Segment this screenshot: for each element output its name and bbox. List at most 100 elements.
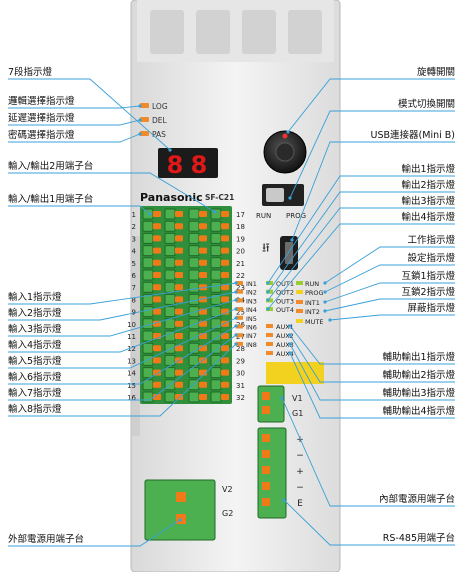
terminal-number-left: 3 [132, 235, 136, 243]
terminal-lever [175, 345, 183, 352]
terminal-cell [142, 354, 154, 366]
leader-left-13 [8, 343, 237, 417]
leader-left-8-dot [234, 298, 238, 302]
leader-left-9-dot [234, 307, 238, 311]
label-input5-led: 輸入5指示燈 [8, 356, 62, 367]
terminal-lever [153, 369, 161, 376]
label-input3-led: 輸入3指示燈 [8, 324, 62, 335]
label-prog-led: 設定指示燈 [407, 253, 455, 264]
leader-right-14-dot [288, 342, 292, 346]
input-led-label: IN4 [246, 306, 257, 314]
leader-left-2 [8, 119, 141, 126]
terminal-lever [153, 284, 161, 291]
terminal-lever [175, 259, 183, 266]
terminal-lever [175, 223, 183, 230]
terminal-lever [153, 381, 161, 388]
label-ext-power-terminal: 外部電源用端子台 [8, 534, 85, 545]
terminal-cell [188, 220, 200, 232]
terminal-cell [142, 342, 154, 354]
terminal-lever [153, 211, 161, 217]
aux-led-label: AUX3 [276, 341, 294, 349]
output-led-label: OUT2 [276, 289, 294, 297]
leader-left-14 [8, 519, 181, 547]
terminal-cell [142, 269, 154, 281]
aux-led [266, 351, 273, 355]
terminal-lever [153, 259, 161, 266]
terminal-lever [221, 235, 229, 242]
usb-port [285, 242, 293, 264]
leader-left-6-dot [234, 281, 238, 285]
label-aux3-led: 輔助輸出3指示燈 [382, 388, 455, 399]
terminal-cell [210, 367, 222, 379]
leader-left-5 [8, 205, 151, 215]
model-label: SF-C21 [205, 193, 234, 202]
aux-led-label: AUX1 [276, 323, 294, 331]
terminal-lever [262, 450, 270, 458]
leader-left-0-dot [168, 148, 172, 152]
terminal-label-g1: G1 [292, 409, 303, 418]
terminal-lever [175, 308, 183, 315]
leader-right-10 [324, 298, 455, 312]
terminal-cell [188, 391, 200, 403]
terminal-lever [199, 223, 207, 230]
leader-left-3 [8, 133, 141, 143]
leader-left-12-dot [234, 333, 238, 337]
terminal-lever [199, 369, 207, 376]
vent-slot [196, 10, 230, 54]
leader-right-2 [291, 141, 455, 241]
input-led-label: IN3 [246, 297, 257, 305]
terminal-lever [153, 223, 161, 230]
leader-right-13 [289, 334, 455, 383]
mode-switch-prog-label: PROG [286, 212, 306, 220]
select-led [140, 103, 149, 108]
leader-left-11 [8, 325, 237, 385]
terminal-number-right: 28 [236, 345, 245, 353]
leader-right-7 [324, 246, 455, 284]
label-aux2-led: 輔助輸出2指示燈 [382, 370, 455, 381]
terminal-lever [221, 247, 229, 254]
terminal-number-left: 16 [127, 394, 136, 402]
leader-right-4-dot [266, 290, 270, 294]
terminal-cell [210, 232, 222, 244]
label-mute-led: 屏蔽指示燈 [407, 303, 455, 314]
leader-right-1-dot [288, 196, 292, 200]
terminal-cell [210, 269, 222, 281]
terminal-cell [188, 269, 200, 281]
terminal-lever [221, 296, 229, 303]
rotary-switch-marker [282, 133, 288, 139]
status-led-label: RUN [305, 280, 319, 288]
status-led-label: PROG [305, 289, 324, 297]
label-output4-led: 輸出4指示燈 [401, 212, 455, 223]
leader-left-1-dot [138, 104, 142, 108]
seven-seg-display [158, 148, 218, 178]
terminal-lever [199, 381, 207, 388]
label-aux4-led: 輔助輸出4指示燈 [382, 406, 455, 417]
select-led-label: LOG [152, 102, 168, 111]
leader-right-4 [267, 191, 455, 293]
terminal-label-v1: V1 [292, 394, 303, 403]
leader-right-6 [267, 223, 455, 310]
terminal-number-right: 22 [236, 272, 245, 280]
vent-slot [288, 10, 322, 54]
input-led [236, 333, 243, 338]
status-led [296, 281, 303, 285]
terminal-number-right: 20 [236, 248, 245, 256]
leader-left-8 [8, 299, 237, 337]
input-led-label: IN5 [246, 315, 257, 323]
terminal-number-right: 32 [236, 394, 245, 402]
terminal-cell [210, 354, 222, 366]
terminal-lever [153, 357, 161, 364]
terminal-lever [153, 345, 161, 352]
terminal-cell [188, 379, 200, 391]
terminal-lever [221, 308, 229, 315]
status-led-label: INT2 [305, 308, 320, 316]
terminal-lever [175, 296, 183, 303]
terminal-lever [262, 406, 270, 414]
aux-led [266, 342, 273, 346]
leader-left-7-dot [234, 290, 238, 294]
terminal-lever [153, 394, 161, 400]
leader-right-3 [267, 175, 455, 284]
terminal-lever [199, 247, 207, 254]
terminal-cell [210, 245, 222, 257]
